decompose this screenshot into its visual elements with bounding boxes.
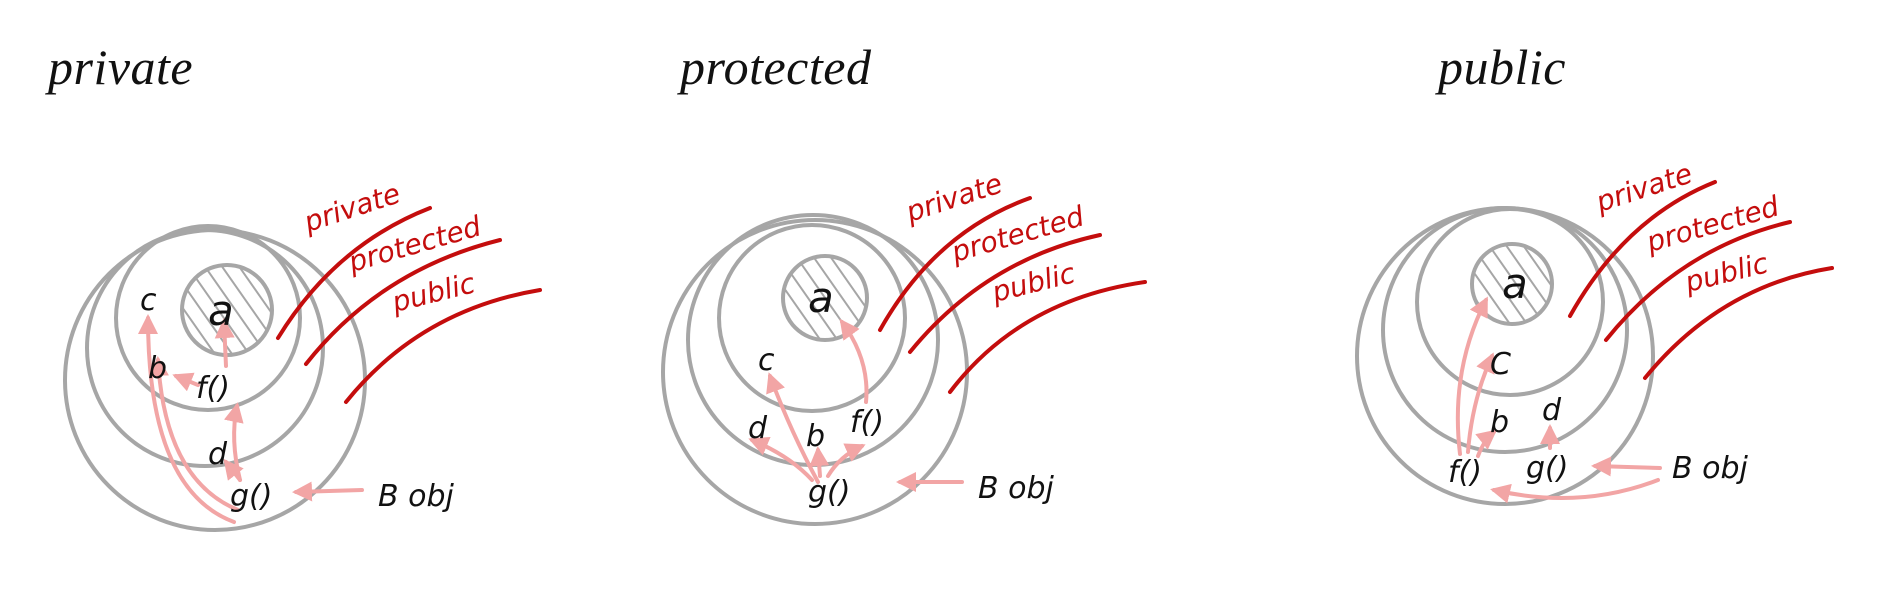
layer-line-private <box>276 206 432 340</box>
layer-label-private: private <box>901 167 1006 229</box>
member-g: g() <box>1526 451 1568 486</box>
member-b: b <box>806 419 825 454</box>
member-c: C <box>1490 347 1511 382</box>
member-f: f() <box>1448 455 1482 490</box>
arrows-private <box>138 314 364 524</box>
member-obj: B obj <box>1672 451 1749 486</box>
ring-inner <box>1415 207 1605 397</box>
arrow-f-to-b <box>1475 429 1498 458</box>
layer-line-protected <box>304 238 502 366</box>
panel-public: private protected public a C b d f() g()… <box>1355 157 1834 506</box>
layer-lines-public <box>1568 180 1834 380</box>
member-c: c <box>758 343 775 378</box>
arrow-f-to-a <box>1455 296 1488 456</box>
member-obj: B obj <box>378 479 455 514</box>
layer-line-protected <box>908 233 1102 354</box>
member-a: a <box>1502 259 1528 308</box>
arrow-obj-to-g <box>1591 456 1662 477</box>
arrows-protected <box>748 318 964 492</box>
layer-line-public <box>344 288 542 404</box>
member-obj: B obj <box>978 471 1055 506</box>
member-a: a <box>808 273 834 322</box>
layer-line-private <box>1568 180 1717 318</box>
arrow-f-to-a <box>839 318 869 404</box>
layer-lines-protected <box>878 196 1147 394</box>
panel-private: private protected public a c b f() d g()… <box>63 177 542 532</box>
title-private: private <box>48 39 194 95</box>
layer-line-public <box>948 280 1147 394</box>
member-g: g() <box>808 475 850 510</box>
rings-protected <box>661 213 969 526</box>
ring-core <box>1470 242 1554 326</box>
member-f: f() <box>850 405 884 440</box>
title-public: public <box>1438 39 1566 95</box>
arrow-g-to-f <box>826 443 866 478</box>
panel-protected: private protected public a c d b f() g()… <box>661 167 1147 526</box>
ring-inner <box>114 224 302 412</box>
member-g: g() <box>230 479 272 514</box>
member-d: d <box>748 411 768 446</box>
arrow-g-to-c <box>138 314 236 524</box>
layer-line-private <box>878 196 1032 332</box>
arrow-f-to-a <box>214 318 235 368</box>
layer-line-protected <box>1604 220 1792 342</box>
arrow-g-to-c <box>766 372 820 484</box>
layer-lines-private <box>276 206 542 404</box>
ring-inner <box>717 223 907 413</box>
arrow-obj-to-f <box>1490 478 1660 504</box>
arrow-f-to-b <box>172 372 200 392</box>
arrow-g-to-b <box>148 356 240 512</box>
title-protected: protected <box>680 39 872 95</box>
layer-line-public <box>1643 266 1834 380</box>
arrow-f-to-c <box>1466 352 1495 454</box>
arrow-obj-to-g <box>292 481 364 502</box>
ring-middle <box>85 228 325 468</box>
member-b: b <box>148 351 167 386</box>
rings-public <box>1355 206 1655 506</box>
member-f: f() <box>196 371 230 406</box>
arrows-public <box>1455 296 1662 504</box>
member-b: b <box>1490 405 1509 440</box>
arrow-g-to-d <box>748 436 814 482</box>
member-d: d <box>208 437 228 472</box>
member-d: d <box>1542 393 1562 428</box>
arrow-g-to-f <box>223 402 244 482</box>
member-c: c <box>140 283 157 318</box>
rings-private <box>63 224 367 532</box>
arrow-g-to-b <box>809 446 830 478</box>
layer-label-private: private <box>1591 157 1696 219</box>
arrow-g-to-d <box>223 458 244 482</box>
member-a: a <box>208 286 234 335</box>
